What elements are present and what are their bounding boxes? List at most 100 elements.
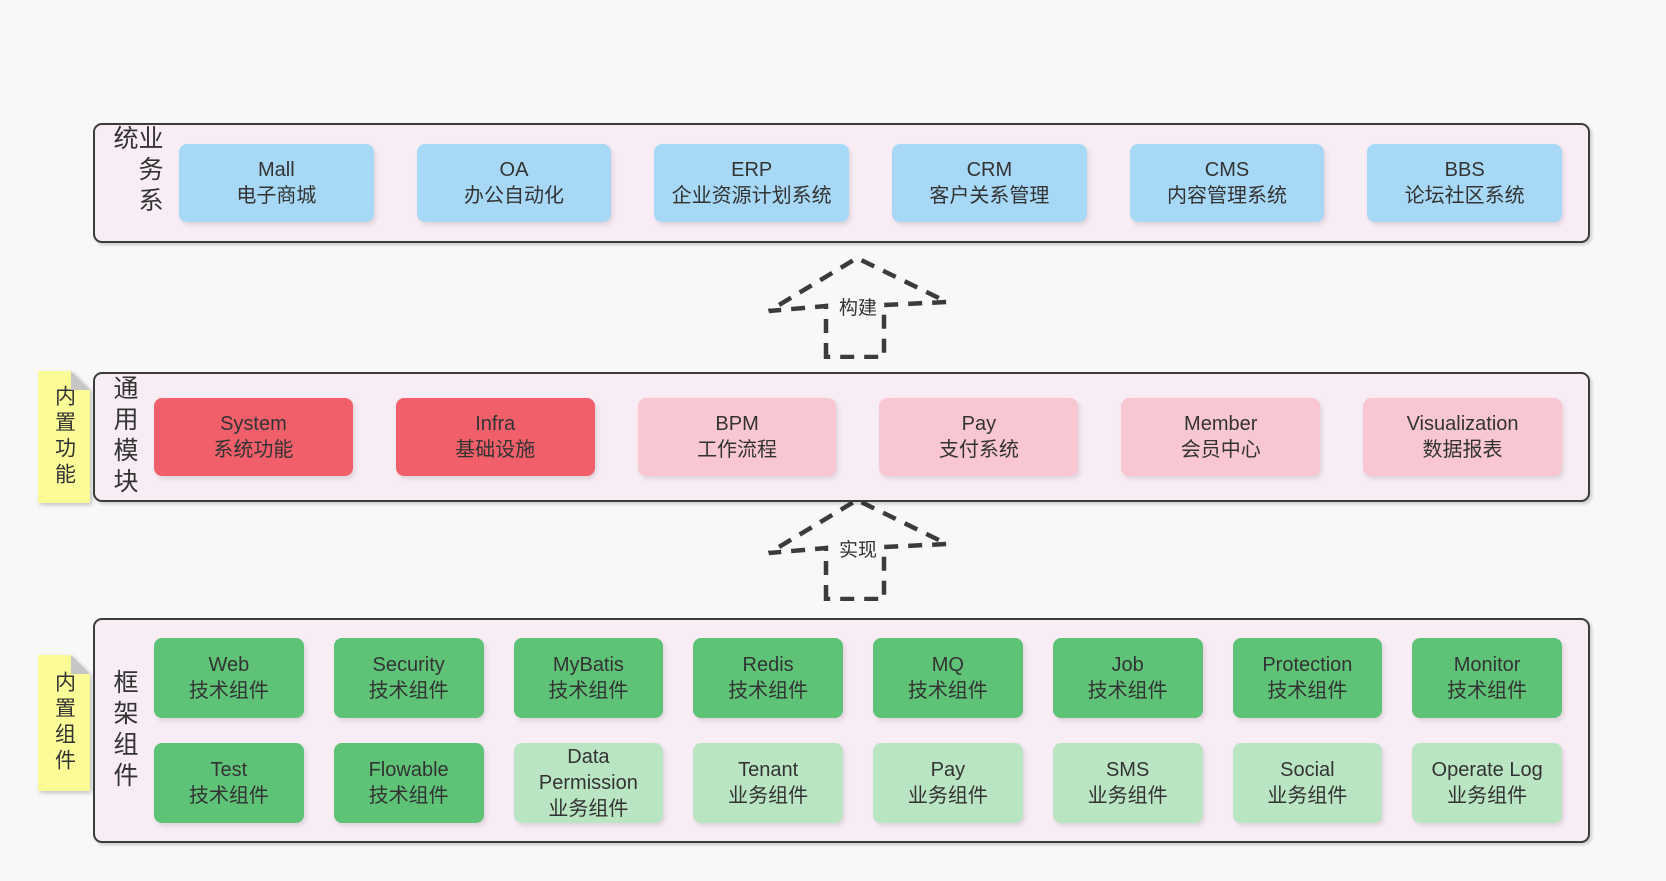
box-name: MQ (931, 654, 964, 676)
business-systems-boxes: Mall 电子商城 OA 办公自动化 ERP 企业资源计划系统 CRM 客户关系… (161, 144, 1588, 222)
system-box-bbs: BBS 论坛社区系统 (1367, 144, 1563, 222)
box-desc: 基础设施 (455, 439, 536, 461)
box-name: Social (1280, 759, 1335, 781)
box-desc: 论坛社区系统 (1404, 185, 1525, 207)
system-box-mall: Mall 电子商城 (179, 144, 374, 222)
component-box-protection: Protection 技术组件 (1232, 638, 1383, 718)
builtin-components-sticky-note: 内置组件 (38, 655, 90, 791)
box-desc: 企业资源计划系统 (671, 185, 832, 207)
component-box-sms: SMS 业务组件 (1052, 743, 1203, 823)
dashed-up-arrow-icon (767, 497, 948, 601)
builtin-features-sticky-note: 内置功能 (38, 371, 90, 503)
component-box-pay: Pay 业务组件 (873, 743, 1023, 823)
common-modules-boxes: System 系统功能 Infra 基础设施 BPM 工作流程 Pay 支付系统… (136, 398, 1588, 476)
box-name: BBS (1444, 159, 1485, 181)
system-box-crm: CRM 客户关系管理 (892, 144, 1087, 222)
box-name: Member (1184, 413, 1258, 435)
box-desc: 业务组件 (1087, 785, 1168, 807)
system-box-oa: OA 办公自动化 (416, 144, 612, 222)
box-desc: 业务组件 (728, 785, 809, 807)
builtin-components-sticky-label: 内置组件 (52, 671, 76, 775)
builtin-features-sticky-label: 内置功能 (52, 385, 76, 489)
component-box-security: Security 技术组件 (333, 638, 484, 718)
box-desc: 业务组件 (907, 785, 988, 807)
box-name: Job (1111, 654, 1144, 676)
business-systems-panel: 业务系统 Mall 电子商城 OA 办公自动化 ERP 企业资源计划系统 CRM… (93, 123, 1590, 243)
box-name: System (220, 413, 287, 435)
box-desc: 技术组件 (1447, 680, 1528, 702)
box-desc: 办公自动化 (464, 185, 564, 207)
box-desc: 电子商城 (236, 185, 317, 207)
module-box-infra: Infra 基础设施 (395, 398, 595, 476)
component-box-operate-log: Operate Log 业务组件 (1412, 743, 1562, 823)
component-box-job: Job 技术组件 (1052, 638, 1203, 718)
box-desc: 数据报表 (1422, 439, 1503, 461)
box-desc: 会员中心 (1180, 439, 1261, 461)
box-name: Mall (258, 159, 295, 181)
box-name: Monitor (1453, 654, 1521, 676)
component-box-social: Social 业务组件 (1232, 743, 1383, 823)
box-desc: 技术组件 (188, 680, 269, 702)
box-desc: 系统功能 (213, 439, 294, 461)
box-name: SMS (1105, 759, 1150, 781)
box-name: Flowable (368, 759, 449, 781)
framework-components-boxes: Web 技术组件 Security 技术组件 MyBatis 技术组件 Redi… (136, 638, 1588, 823)
box-desc: 技术组件 (1087, 680, 1168, 702)
box-desc: 业务组件 (1267, 785, 1348, 807)
box-name: Web (208, 654, 250, 676)
box-name: CMS (1204, 159, 1250, 181)
component-box-monitor: Monitor 技术组件 (1412, 638, 1562, 718)
box-name: Protection (1262, 654, 1353, 676)
box-name: MyBatis (552, 654, 624, 676)
box-desc: 技术组件 (1267, 680, 1348, 702)
box-name: CRM (966, 159, 1013, 181)
build-arrow-label: 构建 (835, 295, 881, 324)
folded-corner-icon (71, 371, 90, 390)
system-box-cms: CMS 内容管理系统 (1129, 144, 1325, 222)
component-box-flowable: Flowable 技术组件 (333, 743, 484, 823)
box-name: ERP (731, 159, 773, 181)
box-desc: 业务组件 (1447, 785, 1528, 807)
module-box-member: Member 会员中心 (1121, 398, 1321, 476)
box-name: Pay (930, 759, 966, 781)
box-desc: 业务组件 (548, 798, 629, 820)
framework-components-row-1: Web 技术组件 Security 技术组件 MyBatis 技术组件 Redi… (154, 638, 1562, 718)
box-desc: 支付系统 (938, 439, 1019, 461)
component-box-redis: Redis 技术组件 (693, 638, 843, 718)
module-box-bpm: BPM 工作流程 (637, 398, 837, 476)
business-systems-row: Mall 电子商城 OA 办公自动化 ERP 企业资源计划系统 CRM 客户关系… (179, 144, 1563, 222)
box-name: Visualization (1406, 413, 1519, 435)
build-arrow: 构建 (763, 254, 953, 359)
module-box-pay: Pay 支付系统 (879, 398, 1079, 476)
implement-arrow-label: 实现 (835, 537, 881, 566)
component-box-data-permission: Data Permission 业务组件 (513, 743, 664, 823)
box-name: Infra (475, 413, 516, 435)
box-name: Data Permission (538, 746, 638, 794)
component-box-test: Test 技术组件 (154, 743, 304, 823)
system-box-erp: ERP 企业资源计划系统 (654, 144, 850, 222)
box-name: Pay (961, 413, 997, 435)
box-desc: 客户关系管理 (929, 185, 1050, 207)
dashed-up-arrow-icon (767, 255, 948, 359)
common-modules-label: 通用模块 (110, 375, 138, 499)
common-modules-panel: 通用模块 System 系统功能 Infra 基础设施 BPM 工作流程 Pay… (93, 372, 1590, 502)
box-name: Tenant (738, 759, 799, 781)
sticky-paper: 内置功能 (38, 371, 90, 503)
box-desc: 技术组件 (368, 680, 449, 702)
sticky-paper: 内置组件 (38, 655, 90, 791)
box-name: Redis (742, 654, 794, 676)
box-desc: 工作流程 (697, 439, 778, 461)
box-desc: 技术组件 (728, 680, 809, 702)
framework-components-label: 框架组件 (110, 668, 138, 793)
box-name: Operate Log (1431, 759, 1543, 781)
component-box-tenant: Tenant 业务组件 (693, 743, 843, 823)
common-modules-row: System 系统功能 Infra 基础设施 BPM 工作流程 Pay 支付系统… (154, 398, 1562, 476)
module-box-system: System 系统功能 (154, 398, 353, 476)
business-systems-label: 业务系统 (110, 125, 163, 218)
module-box-visualization: Visualization 数据报表 (1363, 398, 1562, 476)
folded-corner-icon (71, 655, 90, 674)
framework-components-panel: 框架组件 Web 技术组件 Security 技术组件 MyBatis 技术组件… (93, 618, 1590, 843)
component-box-mq: MQ 技术组件 (873, 638, 1023, 718)
box-desc: 技术组件 (368, 785, 449, 807)
